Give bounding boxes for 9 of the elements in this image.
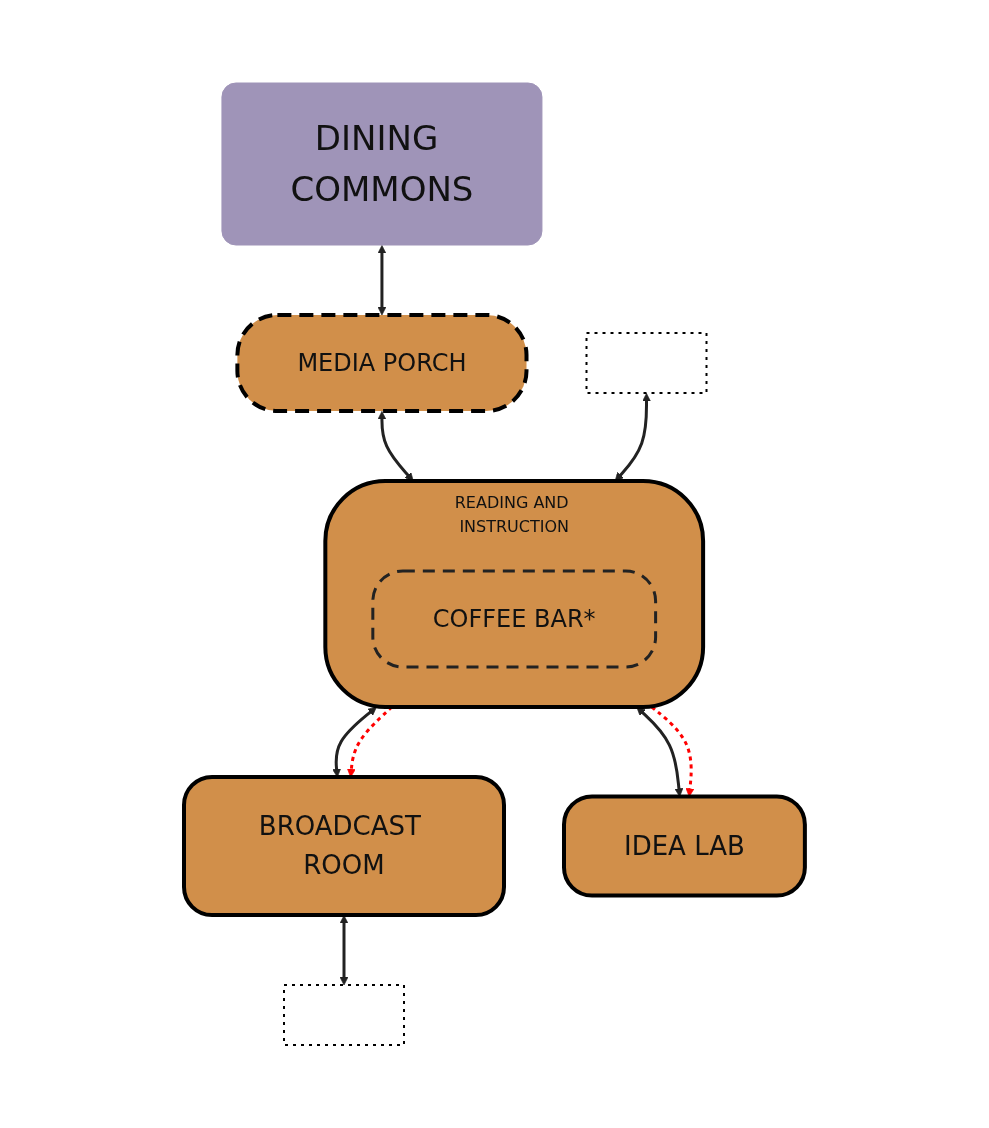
node-line [585,332,708,394]
arrow [377,245,387,316]
node-box: IDEA LAB [562,794,807,898]
arrow [614,393,651,482]
node-box: DINING COMMONS [221,82,543,246]
arrow [339,915,349,986]
arrow [377,411,414,482]
node-box: BROADCAST ROOM [182,775,507,917]
node-line [283,984,406,1046]
